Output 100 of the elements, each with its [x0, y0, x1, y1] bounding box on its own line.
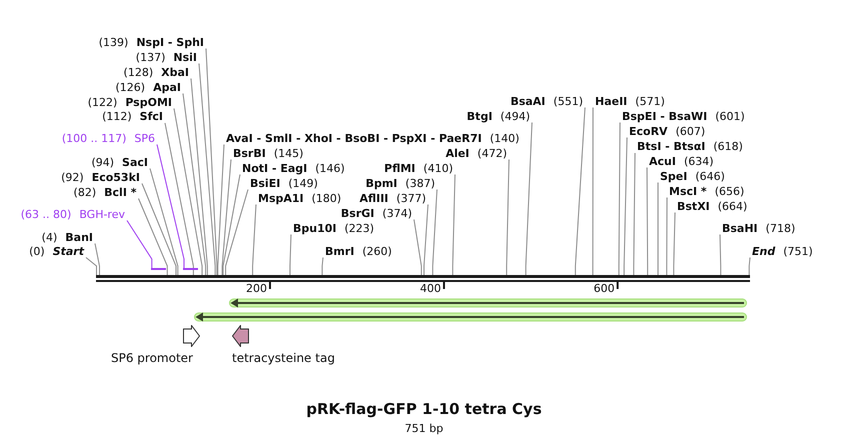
primer-name: SP6	[134, 132, 155, 144]
cut-position: (0)	[29, 244, 45, 258]
primer-range: (63 .. 80)	[20, 208, 72, 220]
cut-position: (145)	[274, 146, 304, 160]
leader-line	[190, 78, 208, 276]
enzyme-name: AleI	[446, 146, 470, 160]
enzyme-name: Eco53kI	[92, 170, 140, 184]
leader-line	[624, 137, 628, 276]
leader-line	[252, 204, 256, 276]
leader-line	[126, 220, 152, 268]
cut-position: (472)	[477, 146, 507, 160]
cut-position: (646)	[695, 170, 725, 182]
leader-line	[138, 198, 168, 276]
cut-position: (551)	[553, 94, 583, 108]
enzyme-name: NotI - EagI	[242, 162, 308, 174]
cut-position: (82)	[74, 186, 96, 198]
enzyme-name: MspA1I	[258, 192, 304, 204]
leader-line	[94, 243, 100, 276]
cut-position: (377)	[396, 192, 426, 204]
leader-line	[222, 159, 232, 276]
leader-line	[198, 63, 216, 276]
enzyme-name: NsiI	[173, 50, 197, 64]
cut-position: (410)	[423, 162, 453, 174]
enzyme-name: PspOMI	[125, 96, 172, 108]
enzyme-name: HaeII	[595, 94, 628, 108]
leader-line	[424, 204, 428, 276]
leader-line	[174, 108, 203, 276]
cut-position: (149)	[288, 176, 318, 190]
enzyme-name: Bpu10I	[293, 222, 336, 234]
enzyme-name: BmrI	[325, 244, 354, 258]
leader-line	[150, 168, 178, 276]
leader-line	[633, 152, 636, 276]
enzyme-name: SfcI	[140, 110, 163, 123]
leader-line	[673, 212, 676, 276]
enzyme-name: BanI	[65, 230, 93, 244]
enzyme-name: BtgI	[466, 110, 492, 122]
leader-line	[225, 189, 248, 276]
cut-position: (180)	[312, 192, 342, 204]
leader-line	[525, 122, 532, 276]
end-label: Start	[52, 244, 84, 258]
tick-label: 200	[246, 283, 267, 295]
enzyme-name: MscI *	[669, 184, 707, 198]
leader-line	[618, 122, 620, 276]
leader-line	[720, 234, 722, 276]
enzyme-name: BsrBI	[233, 146, 266, 160]
cut-position: (571)	[635, 94, 665, 108]
enzyme-name: AcuI	[649, 154, 676, 168]
cut-position: (94)	[91, 156, 114, 168]
cut-position: (494)	[500, 110, 530, 122]
sequence-backbone	[96, 275, 750, 282]
cut-position: (223)	[344, 222, 374, 234]
sequence-length: 751 bp	[404, 422, 444, 435]
map-title: pRK-flag-GFP 1-10 tetra Cys	[306, 400, 542, 418]
enzyme-name: BsiEI	[250, 176, 280, 190]
leader-line	[574, 107, 586, 276]
enzyme-name: SpeI	[660, 170, 688, 182]
feature-label: SP6 promoter	[111, 351, 193, 365]
cut-position: (601)	[715, 110, 745, 122]
enzyme-name: ApaI	[153, 80, 181, 94]
cut-position: (139)	[98, 36, 128, 48]
cut-position: (751)	[783, 244, 813, 258]
leader-line	[142, 183, 176, 276]
leader-line	[156, 144, 184, 268]
primer-range: (100 .. 117)	[62, 132, 126, 144]
cut-position: (112)	[102, 110, 132, 123]
enzyme-name: BtsI - BtsαI	[637, 140, 706, 153]
enzyme-name: AflIII	[359, 192, 388, 204]
leader-line	[182, 93, 206, 276]
enzyme-name: AvaI - SmlI - XhoI - BsoBI - PspXI - PaeR7I	[226, 132, 482, 144]
leader-line	[592, 107, 594, 276]
cut-position: (4)	[42, 230, 58, 244]
cut-position: (664)	[718, 200, 748, 212]
cut-position: (260)	[362, 244, 392, 258]
leader-line	[222, 174, 240, 276]
primer-name: BGH-rev	[79, 208, 125, 220]
enzyme-name: SacI	[122, 156, 148, 168]
leader-line	[86, 257, 97, 276]
enzyme-name: BsrGI	[340, 206, 374, 220]
leader-line	[646, 167, 648, 276]
cut-position: (140)	[490, 132, 520, 144]
enzyme-name: XbaI	[161, 66, 189, 78]
leader-line	[666, 197, 668, 276]
enzyme-name: NspI - SphI	[136, 36, 204, 48]
leader-line	[217, 144, 224, 276]
cut-position: (387)	[405, 176, 435, 190]
enzyme-name: BspEI - BsaWI	[622, 110, 708, 122]
enzyme-name: PflMI	[384, 162, 416, 174]
cut-position: (92)	[61, 170, 84, 184]
enzyme-name: BclI *	[104, 186, 136, 198]
cut-position: (718)	[766, 222, 796, 234]
leader-line	[322, 257, 324, 276]
cut-position: (618)	[713, 140, 743, 153]
enzyme-name: BsaHI	[722, 222, 758, 234]
enzyme-name: EcoRV	[629, 124, 668, 138]
leader-line	[164, 122, 194, 276]
leader-line	[290, 234, 292, 276]
leader-line	[452, 174, 456, 276]
feature-label: tetracysteine tag	[232, 351, 335, 365]
cut-position: (656)	[714, 184, 744, 198]
cut-position: (374)	[382, 206, 412, 220]
